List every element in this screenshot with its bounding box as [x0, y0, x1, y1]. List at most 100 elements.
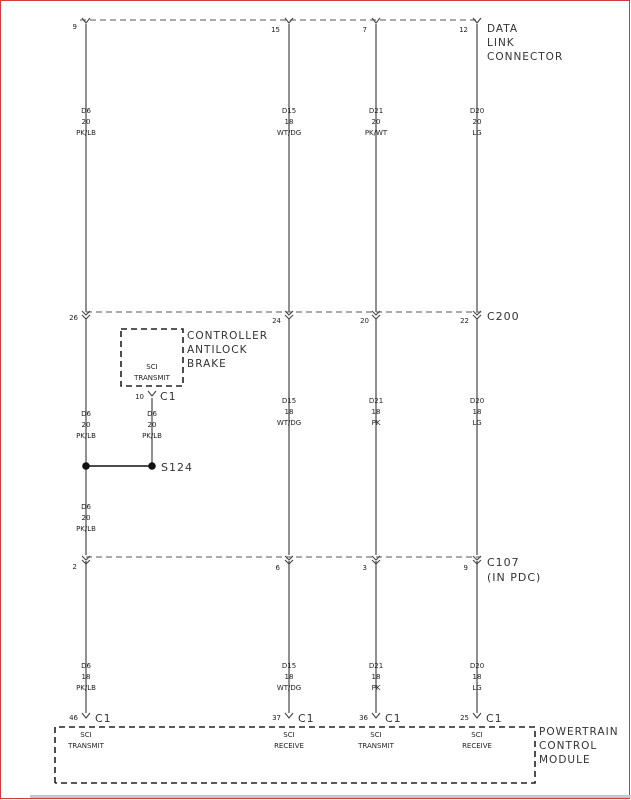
pcm-pin-mark	[472, 712, 482, 719]
upper-wire-labels: D6 20 PK/LB D15 18 WT/DG D21 20 PK/WT D2…	[76, 107, 484, 137]
c107-connector: 2 6 3 9 C107 (IN PDC)	[73, 555, 541, 584]
pcm-pin-function: RECEIVE	[274, 742, 304, 750]
pcm-pin-number: 25	[460, 714, 469, 722]
wire-gauge: 20	[473, 118, 482, 126]
abs-label: BRAKE	[187, 358, 227, 370]
wire-gauge: 20	[82, 421, 91, 429]
dlc-pin-number: 9	[73, 23, 77, 31]
powertrain-control-module: 46 37 36 25 C1 C1 C1 C1 SCI TRANSMIT SCI…	[54, 712, 618, 784]
wire-circuit: D21	[369, 397, 383, 405]
wire-color: PK	[372, 419, 381, 427]
wire-gauge: 18	[285, 408, 294, 416]
c200-pin-number: 22	[460, 317, 469, 325]
dlc-pin-number: 7	[363, 26, 367, 34]
pcm-pin-number: 46	[69, 714, 78, 722]
abs-pin-number: 10	[135, 393, 144, 401]
pcm-pin-function: RECEIVE	[462, 742, 492, 750]
wire-color: LG	[472, 684, 481, 692]
wire-gauge: 20	[82, 118, 91, 126]
wire-circuit: D20	[470, 397, 484, 405]
c107-pin-mark	[284, 555, 294, 565]
c200-pin-mark	[81, 310, 91, 320]
wire-color: PK/LB	[76, 525, 96, 533]
abs-wire-color: PK/LB	[142, 432, 162, 440]
dlc-pin-mark	[81, 17, 91, 24]
wire-circuit: D20	[470, 662, 484, 670]
pcm-pin-function: TRANSMIT	[67, 742, 104, 750]
pcm-connector-name: C1	[486, 712, 503, 725]
wire-circuit: D15	[282, 107, 296, 115]
abs-wire-gauge: 20	[148, 421, 157, 429]
wire-color: LG	[472, 129, 481, 137]
wire-color: WT/DG	[277, 129, 301, 137]
pcm-label: CONTROL	[539, 740, 597, 752]
pcm-pin-function: SCI	[283, 731, 294, 739]
dlc-label: CONNECTOR	[487, 51, 563, 63]
abs-connector-name: C1	[160, 390, 177, 403]
wire-gauge: 18	[473, 408, 482, 416]
wire-gauge: 18	[82, 673, 91, 681]
pcm-pin-mark	[371, 712, 381, 719]
dlc-label: DATA	[487, 23, 518, 35]
c200-pin-number: 26	[69, 314, 78, 322]
wire-circuit: D20	[470, 107, 484, 115]
wire-color: LG	[472, 419, 481, 427]
pcm-pin-mark	[284, 712, 294, 719]
wire-circuit: D6	[81, 503, 91, 511]
pcm-connector-name: C1	[95, 712, 112, 725]
wire-gauge: 18	[372, 673, 381, 681]
abs-pin-function: TRANSMIT	[133, 374, 170, 382]
wire-color: PK/LB	[76, 684, 96, 692]
wire-circuit: D15	[282, 397, 296, 405]
wire-color: PK/LB	[76, 129, 96, 137]
c107-pin-number: 9	[464, 564, 468, 572]
c200-pin-number: 24	[272, 317, 281, 325]
pcm-connector-name: C1	[385, 712, 402, 725]
c107-pin-mark	[81, 555, 91, 565]
pcm-pin-number: 36	[359, 714, 368, 722]
wire-gauge: 18	[372, 408, 381, 416]
splice-label: S124	[161, 461, 193, 474]
wire-color: WT/DG	[277, 684, 301, 692]
c200-pin-mark	[371, 310, 381, 320]
pcm-module-box	[54, 726, 536, 784]
pcm-pin-function: SCI	[471, 731, 482, 739]
abs-pin-mark	[147, 390, 157, 397]
pcm-label: MODULE	[539, 754, 591, 766]
dlc-label: LINK	[487, 37, 515, 49]
wire-gauge: 20	[82, 514, 91, 522]
c200-label: C200	[487, 310, 520, 323]
c107-pin-mark	[472, 555, 482, 565]
pcm-pin-function: SCI	[80, 731, 91, 739]
pcm-pin-mark	[81, 712, 91, 719]
c107-pin-mark	[371, 555, 381, 565]
wire-color: PK	[372, 684, 381, 692]
wire-color: PK/LB	[76, 432, 96, 440]
c200-pin-mark	[472, 310, 482, 320]
c107-sublabel: (IN PDC)	[487, 571, 541, 584]
dlc-pin-mark	[284, 17, 294, 24]
c107-pin-number: 2	[73, 563, 77, 571]
wire-gauge: 18	[473, 673, 482, 681]
dlc-pin-number: 15	[271, 26, 280, 34]
abs-label: ANTILOCK	[187, 344, 248, 356]
c107-label: C107	[487, 556, 520, 569]
wire-circuit: D6	[81, 410, 91, 418]
c200-pin-number: 20	[360, 317, 369, 325]
lower-wire-labels: D6 18 PK/LB D15 18 WT/DG D21 18 PK D20 1…	[76, 662, 484, 692]
data-link-connector: 9 15 7 12 DATA LINK CONNECTOR	[73, 17, 563, 63]
splice-dot	[148, 462, 156, 470]
abs-wire-circuit: D6	[147, 410, 157, 418]
mid-wire-labels: D6 20 PK/LB D15 18 WT/DG D21 18 PK D20 1…	[76, 397, 484, 440]
c107-pin-number: 3	[363, 564, 367, 572]
wires	[85, 24, 478, 713]
dlc-pin-mark	[472, 17, 482, 24]
wire-gauge: 20	[372, 118, 381, 126]
splice-dot	[82, 462, 90, 470]
wire-color: WT/DG	[277, 419, 301, 427]
pcm-pin-function: TRANSMIT	[357, 742, 394, 750]
splice-s124: S124	[82, 461, 193, 474]
wire-circuit: D21	[369, 662, 383, 670]
pcm-pin-number: 37	[272, 714, 281, 722]
